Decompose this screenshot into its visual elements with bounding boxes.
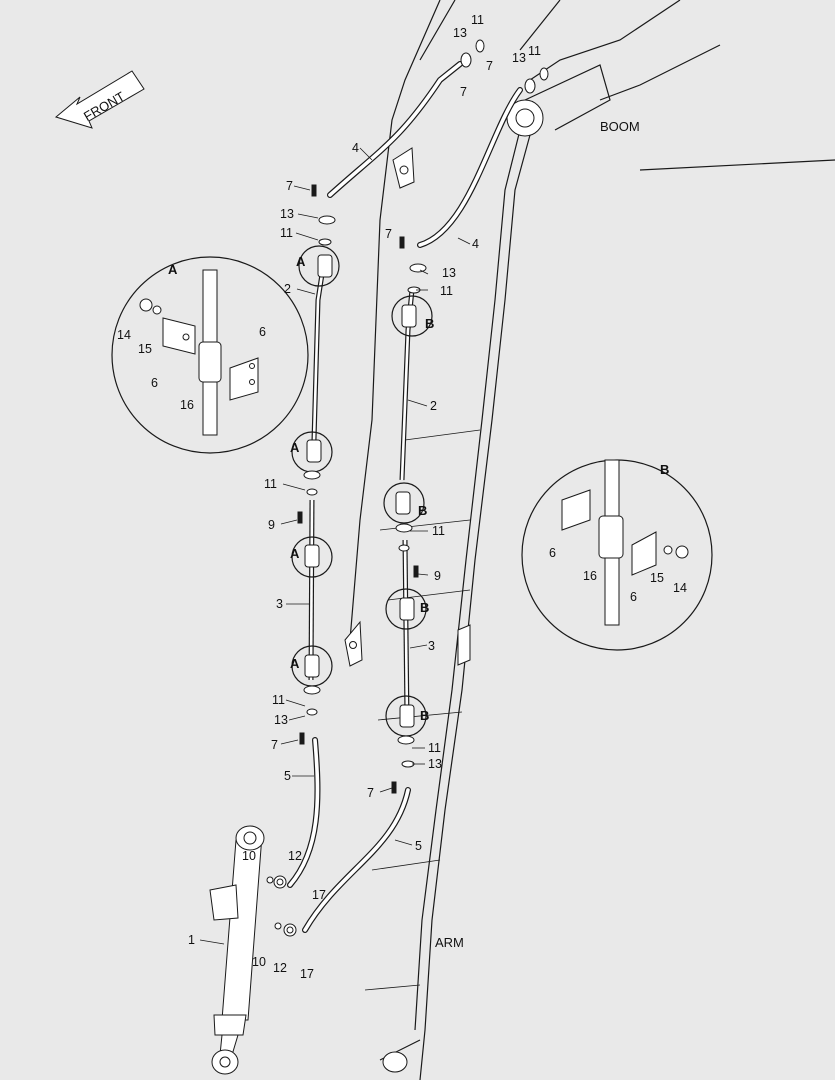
callout-2-left: 2 <box>284 282 291 296</box>
callout-11-top-b: 11 <box>528 44 541 58</box>
detail-a-6-right: 6 <box>259 325 266 339</box>
callout-13-a: 13 <box>280 207 294 221</box>
callout-11-b: 11 <box>440 284 453 298</box>
callout-1: 1 <box>188 933 195 947</box>
callout-4-upper: 4 <box>352 141 359 155</box>
callout-11-a: 11 <box>280 226 293 240</box>
boom-label: BOOM <box>600 119 640 134</box>
callout-4-lower: 4 <box>472 237 479 251</box>
callout-5-right: 5 <box>415 839 422 853</box>
callout-17-a: 17 <box>312 888 326 902</box>
clamps <box>291 245 433 737</box>
callout-13-top-b: 13 <box>512 51 526 65</box>
detail-b-title: B <box>660 462 669 477</box>
callout-11-top-a: 11 <box>471 13 484 27</box>
callout-3-right: 3 <box>428 639 435 653</box>
callout-3-left: 3 <box>276 597 283 611</box>
arm-cylinder <box>209 825 265 1075</box>
clamp-a-1: A <box>296 254 306 269</box>
callout-labels: BOOM ARM 4 4 7 13 11 7 13 11 13 11 7 7 1… <box>117 13 687 981</box>
callout-13-b: 13 <box>442 266 456 280</box>
detail-b-6-left: 6 <box>549 546 556 560</box>
hoses-4 <box>327 61 523 248</box>
detail-b-15: 15 <box>650 571 664 585</box>
clamp-a-4: A <box>290 656 300 671</box>
callout-7-top-b: 7 <box>460 85 467 99</box>
callout-11-c: 11 <box>264 477 277 491</box>
callout-11-d: 11 <box>432 524 445 538</box>
clamp-b-3: B <box>420 600 429 615</box>
callout-7-e: 7 <box>271 738 278 752</box>
detail-a-16: 16 <box>180 398 194 412</box>
callout-9-b: 9 <box>434 569 441 583</box>
pipes-3 <box>308 499 410 721</box>
callout-12-b: 12 <box>273 961 287 975</box>
callout-13-e: 13 <box>274 713 288 727</box>
detail-a-title: A <box>168 262 178 277</box>
callout-5-left: 5 <box>284 769 291 783</box>
callout-10-b: 10 <box>252 955 266 969</box>
clamp-b-2: B <box>418 503 427 518</box>
callout-12-a: 12 <box>288 849 302 863</box>
callout-7-b: 7 <box>385 227 392 241</box>
detail-b-16: 16 <box>583 569 597 583</box>
detail-a-6-left: 6 <box>151 376 158 390</box>
fittings <box>266 39 549 937</box>
clamp-b-1: B <box>425 316 434 331</box>
pipes-2 <box>311 254 415 481</box>
detail-b-14: 14 <box>673 581 687 595</box>
callout-13-top-a: 13 <box>453 26 467 40</box>
callout-2-right: 2 <box>430 399 437 413</box>
clamp-a-3: A <box>290 546 300 561</box>
detail-b: B <box>521 459 713 651</box>
detail-b-6-right: 6 <box>630 590 637 604</box>
boom-structure <box>344 0 835 1080</box>
detail-a-14: 14 <box>117 328 131 342</box>
clamp-b-4: B <box>420 708 429 723</box>
hoses-5 <box>287 737 411 933</box>
arm-label: ARM <box>435 935 464 950</box>
callout-10-a: 10 <box>242 849 256 863</box>
callout-11-e: 11 <box>272 693 285 707</box>
clamp-a-2: A <box>290 440 300 455</box>
detail-a: A <box>111 256 309 454</box>
callout-13-f: 13 <box>428 757 442 771</box>
callout-7-a: 7 <box>286 179 293 193</box>
callout-9-a: 9 <box>268 518 275 532</box>
callout-17-b: 17 <box>300 967 314 981</box>
callout-7-top-a: 7 <box>486 59 493 73</box>
detail-a-15: 15 <box>138 342 152 356</box>
callout-7-f: 7 <box>367 786 374 800</box>
front-arrow: FRONT <box>54 70 145 129</box>
leaders <box>199 147 471 945</box>
callout-11-f: 11 <box>428 741 441 755</box>
